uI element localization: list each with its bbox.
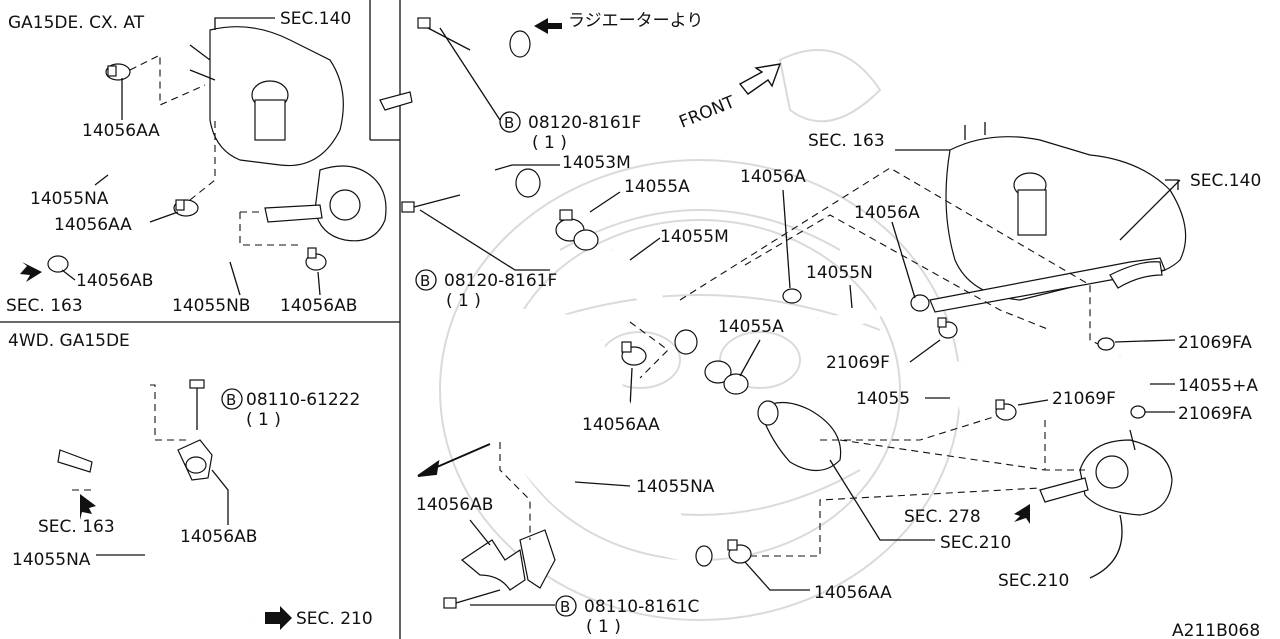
label-08120-8161F-b: 08120-8161F (444, 271, 557, 291)
arrow-sec278 (1014, 504, 1030, 524)
engine-intake-right (945, 136, 1187, 301)
bolt-marker-b-1-letter: B (226, 391, 236, 409)
label-sec163-bottom-left: SEC. 163 (38, 517, 115, 537)
bottom-left-panel: 4WD. GA15DE B 08110-61222 ( 1 ) SEC. 163… (8, 331, 373, 630)
label-14055NB: 14055NB (172, 296, 250, 316)
label-08110-61222: 08110-61222 (246, 390, 360, 410)
label-14056AB-d: 14056AB (416, 495, 493, 515)
bolt-08110-61222 (189, 379, 205, 430)
label-14056AB-b: 14056AB (280, 296, 357, 316)
clamp-14055A-center (704, 360, 749, 395)
thermostat-housing (759, 401, 842, 472)
label-14053M: 14053M (562, 153, 631, 173)
label-sec140-right: SEC.140 (1190, 171, 1261, 191)
label-sec210-a: SEC.210 (940, 533, 1011, 553)
clamp-14056AA-bottom (727, 539, 752, 564)
bolt-marker-b-3-letter: B (420, 272, 430, 290)
label-14055A-b: 14055A (718, 317, 784, 337)
main-panel: ラジエーターより FRONT (379, 11, 1261, 639)
top-left-panel: GA15DE. CX. AT SEC.140 1 (6, 9, 387, 316)
arrow-sec163-bottom-left (80, 494, 96, 520)
clamp-14056AA-lower (173, 199, 199, 217)
label-qty-1-c: ( 1 ) (446, 291, 481, 311)
label-14056AA-d: 14056AA (814, 583, 892, 603)
label-21069FA-a: 21069FA (1178, 333, 1252, 353)
clamp-14056AA-upper (105, 63, 131, 81)
label-qty-1-d: ( 1 ) (586, 617, 621, 637)
label-sec278: SEC. 278 (904, 507, 981, 527)
label-21069F-a: 21069F (826, 353, 890, 373)
clamp-14056AB-left (47, 255, 69, 273)
label-14056A-b: 14056A (854, 203, 920, 223)
label-14055M: 14055M (660, 227, 729, 247)
bolt-marker-b-3 (415, 269, 437, 291)
guide-frame (679, 167, 1101, 346)
label-front: FRONT (676, 92, 738, 133)
label-14056AB-c: 14056AB (180, 527, 257, 547)
label-21069F-b: 21069F (1052, 389, 1116, 409)
label-sec163-right: SEC. 163 (808, 131, 885, 151)
label-08110-8161C: 08110-8161C (584, 597, 699, 617)
label-14055NA-c: 14055NA (636, 477, 715, 497)
label-qty-1-a: ( 1 ) (246, 410, 281, 430)
panel-title-bottom-left: 4WD. GA15DE (8, 331, 130, 351)
panel-borders (0, 0, 401, 639)
label-14055: 14055 (856, 389, 910, 409)
clip-21069FA-lower (1130, 405, 1146, 419)
clamp-14056A-right (910, 294, 930, 312)
clamp-14056AB-right (305, 247, 327, 271)
label-from-radiator: ラジエーターより (568, 11, 703, 31)
label-14055N: 14055N (806, 263, 873, 283)
clip-21069F-lower (995, 399, 1017, 421)
label-14056AB-a: 14056AB (76, 271, 153, 291)
clamp-14056AA-center (621, 341, 647, 366)
hose-14055NA-bottom-left (32, 369, 251, 619)
bolt-08120-8161F-lower (401, 194, 461, 213)
bolt-08110-8161C (443, 589, 501, 609)
panel-title-top-left: GA15DE. CX. AT (8, 13, 145, 33)
bolt-08120-8161F-upper (417, 17, 471, 51)
bolt-marker-b-2-letter: B (504, 114, 514, 132)
label-14055A-a: 14055A (624, 177, 690, 197)
bolt-marker-b-4 (555, 595, 577, 617)
label-14056AA-b: 14056AA (54, 215, 132, 235)
label-sec210-bottom-left: SEC. 210 (296, 609, 373, 629)
bolt-marker-b-4-letter: B (560, 598, 570, 616)
label-14056A-a: 14056A (740, 167, 806, 187)
label-sec210-b: SEC.210 (998, 571, 1069, 591)
arrow-sec163-top-left (20, 262, 42, 282)
clamp-14056A-left (782, 288, 802, 304)
clip-21069FA-upper (1097, 337, 1115, 351)
label-08120-8161F-a: 08120-8161F (528, 113, 641, 133)
label-14055NA-a: 14055NA (30, 189, 109, 209)
arrow-from-radiator (534, 18, 562, 34)
label-14056AA-a: 14056AA (82, 121, 160, 141)
arrow-sec210-bottom-left (265, 606, 292, 630)
label-14055-plus-A: 14055+A (1178, 376, 1258, 396)
label-sec163-top-left: SEC. 163 (6, 296, 83, 316)
clip-21069F-upper (937, 317, 958, 339)
bracket-14056AB-main (460, 539, 526, 591)
label-sec140-top-left: SEC.140 (280, 9, 351, 29)
arrow-main-left (417, 443, 491, 477)
front-arrow (738, 63, 782, 95)
bolt-marker-b-2 (499, 111, 521, 133)
clamp-14055A-upper (555, 209, 599, 251)
label-qty-1-b: ( 1 ) (532, 133, 567, 153)
label-14056AA-c: 14056AA (582, 415, 660, 435)
bolt-marker-b-1 (221, 388, 243, 410)
label-21069FA-b: 21069FA (1178, 404, 1252, 424)
label-diagram-id: A211B068 (1172, 621, 1260, 639)
label-14055NA-b: 14055NA (12, 550, 91, 570)
